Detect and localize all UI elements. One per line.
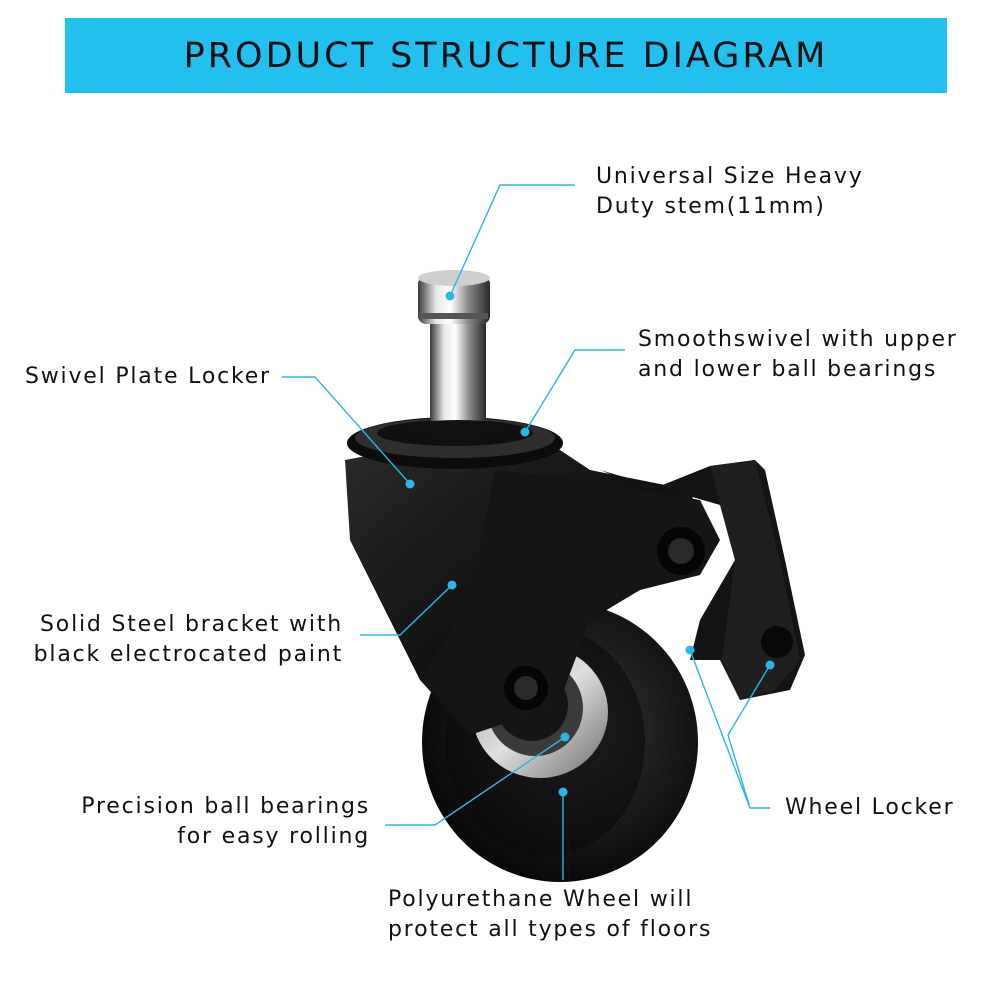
callout-dots bbox=[405, 291, 775, 797]
label-stem-line-2: Duty stem(11mm) bbox=[596, 194, 826, 219]
wheel-locker-callout-line-b bbox=[727, 664, 771, 809]
label-wheel-line-2: protect all types of floors bbox=[388, 917, 713, 942]
label-wheel-line-1: Polyurethane Wheel will bbox=[388, 887, 694, 912]
wheel-locker-dot-b bbox=[765, 660, 775, 670]
label-wheel: Polyurethane Wheel will protect all type… bbox=[388, 885, 712, 945]
label-ball-bearings-line-2: for easy rolling bbox=[177, 824, 370, 849]
stem-dot bbox=[445, 291, 455, 301]
wheel-locker-dot-a bbox=[685, 645, 695, 655]
label-swivel-bearings: Smoothswivel with upper and lower ball b… bbox=[638, 325, 958, 385]
stem-callout-line bbox=[449, 184, 575, 297]
label-swivel-bearings-line-1: Smoothswivel with upper bbox=[638, 327, 958, 352]
callout-lines bbox=[282, 184, 771, 880]
swivel-bearings-dot bbox=[520, 427, 530, 437]
label-ball-bearings: Precision ball bearings for easy rolling bbox=[40, 792, 370, 852]
swivel-plate-callout-line bbox=[282, 376, 411, 485]
label-wheel-locker: Wheel Locker bbox=[785, 793, 954, 823]
wheel-dot bbox=[558, 787, 568, 797]
swivel-bearings-callout-line bbox=[524, 349, 625, 433]
label-swivel-plate: Swivel Plate Locker bbox=[25, 362, 271, 392]
label-swivel-bearings-line-2: and lower ball bearings bbox=[638, 357, 938, 382]
page-title: PRODUCT STRUCTURE DIAGRAM bbox=[183, 35, 829, 76]
label-wheel-locker-line-1: Wheel Locker bbox=[785, 795, 955, 820]
title-banner: PRODUCT STRUCTURE DIAGRAM bbox=[65, 18, 947, 93]
label-stem-line-1: Universal Size Heavy bbox=[596, 164, 864, 189]
label-ball-bearings-line-1: Precision ball bearings bbox=[81, 794, 370, 819]
ball-bearings-callout-line bbox=[385, 736, 566, 826]
wheel-locker-lever bbox=[600, 460, 805, 700]
ball-bearings-dot bbox=[560, 732, 570, 742]
label-bracket-line-2: black electrocated paint bbox=[33, 642, 343, 667]
label-bracket: Solid Steel bracket with black electroca… bbox=[15, 610, 343, 670]
label-bracket-line-1: Solid Steel bracket with bbox=[40, 612, 343, 637]
steel-bracket bbox=[345, 440, 720, 735]
label-stem: Universal Size Heavy Duty stem(11mm) bbox=[596, 162, 864, 222]
label-swivel-plate-line-1: Swivel Plate Locker bbox=[25, 364, 271, 389]
bracket-dot bbox=[447, 580, 457, 590]
stem bbox=[400, 270, 516, 440]
bracket-callout-line bbox=[360, 584, 453, 636]
swivel-plate-dot bbox=[405, 479, 415, 489]
